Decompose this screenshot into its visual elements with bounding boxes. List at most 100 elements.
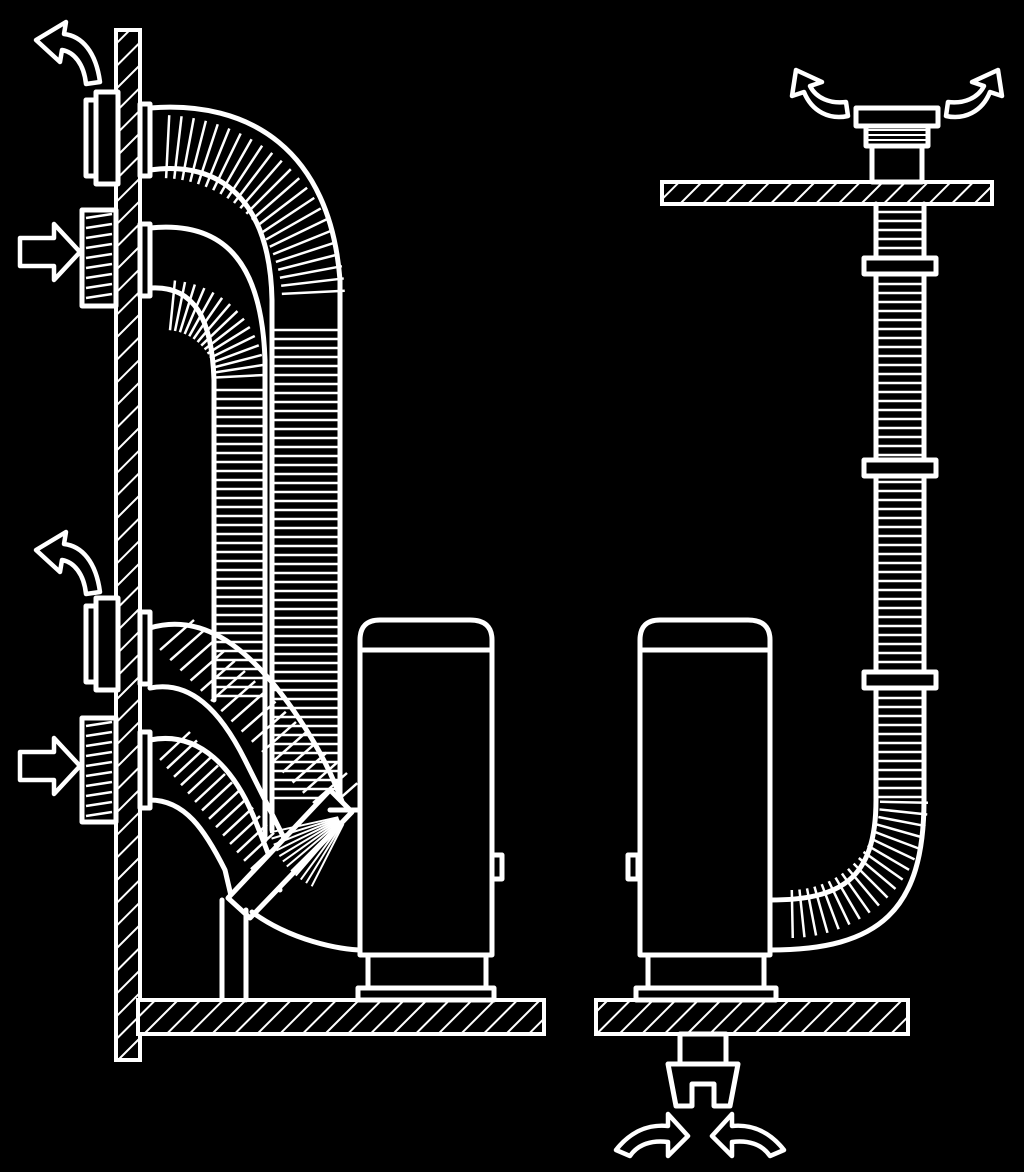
hose-rib [279,264,343,279]
hose-rib [219,138,253,195]
hose-rib [295,821,343,877]
hose-rib [876,823,924,839]
hose-rib [820,883,840,930]
hose-rib [256,186,308,227]
hose-rib [85,272,113,280]
hose-rib [214,373,265,379]
hose-rib [858,857,897,890]
hose-rib [168,280,177,331]
hose-rib [269,218,328,248]
hose-rib [196,303,232,343]
hose-rib [290,821,342,872]
hose-rib [203,317,245,351]
hose-rib [166,739,198,770]
hose-rib [196,123,219,185]
hose-rib [199,659,236,692]
hose-rib [250,710,287,743]
hose-rib [85,212,113,220]
hose-rib [85,760,113,768]
upper-exhaust-hose [147,104,345,833]
upward-curved-arrow-icon [709,1111,787,1159]
intake-grille-lower [79,715,153,825]
hose-rib [251,177,301,221]
hose-rib [798,889,806,938]
hose-rib [212,132,242,191]
hose-rib [879,808,928,816]
hose-rib [305,822,344,884]
hose-rib [226,145,264,199]
hose-rib [204,128,231,188]
hose-rib [240,700,277,733]
hose-rib [85,292,113,300]
hose-rib [878,815,926,828]
hose-rib [879,800,928,805]
heater-unit-right [625,617,779,1003]
hose-rib [159,619,195,651]
curved-exhaust-arrow-icon [943,67,1005,120]
hose-rib [189,120,208,183]
support-pipe-left [219,897,249,1003]
hose-rib [272,229,332,256]
hose-rib [85,770,113,778]
ceiling-slab-right [660,180,994,206]
hose-rib [230,690,267,723]
hose-rib [870,837,916,861]
hose-rib [173,747,205,778]
hose-rib [813,886,829,934]
hose-rib [192,297,224,340]
hose-rib [188,291,215,337]
hose-rib [209,334,256,360]
hose-rib [840,872,871,914]
hose-rib [265,207,322,241]
hose-rib [187,764,219,795]
hose-rib [214,363,265,374]
hose-rib [215,798,247,829]
intake-grille-upper [79,207,153,309]
hose-rib [229,815,261,845]
hose-rib [85,740,113,748]
hose-rib [164,115,171,179]
hose-rib [236,823,268,854]
upper-intake-hose [147,224,268,843]
hose-rib [852,862,889,899]
hose-rib [281,741,318,774]
hose-rib [210,670,246,702]
hose-rib [85,262,113,270]
hose-rib [805,888,818,936]
hose-rib [847,868,880,907]
hose-rib [189,649,226,682]
hose-rib [201,781,233,812]
floor-slab-right [594,998,910,1036]
hose-rib [211,344,260,364]
left-wall [114,28,142,1062]
hose-rib [301,761,338,794]
hose-rib [85,222,113,230]
hose-rib [85,780,113,788]
hose-rib [85,790,113,798]
hose-rib [169,629,206,662]
hose-rib [194,773,226,803]
curved-exhaust-arrow-icon [33,19,103,87]
hose-rib [85,252,113,260]
hose-rib [159,731,191,761]
left-floor [136,998,546,1036]
hose-rib [827,880,851,926]
upward-curved-arrow-icon [613,1111,691,1159]
hose-rib [281,289,345,296]
straight-intake-arrow-icon [17,735,83,797]
hose-rib [245,168,292,215]
heater-unit-left [355,617,505,1003]
flue-bend-right [767,797,928,953]
hose-rib [178,284,197,333]
hose-rib [269,816,339,834]
hose-rib [873,830,920,850]
hose-rib [179,639,216,672]
hose-rib [85,730,113,738]
hose-rib [200,310,239,347]
exhaust-terminal-lower [83,595,153,693]
hose-rib [275,818,340,852]
curved-exhaust-arrow-icon [33,529,103,597]
hose-rib [277,252,340,271]
hose-rib [239,159,283,209]
hose-rib [173,281,187,332]
